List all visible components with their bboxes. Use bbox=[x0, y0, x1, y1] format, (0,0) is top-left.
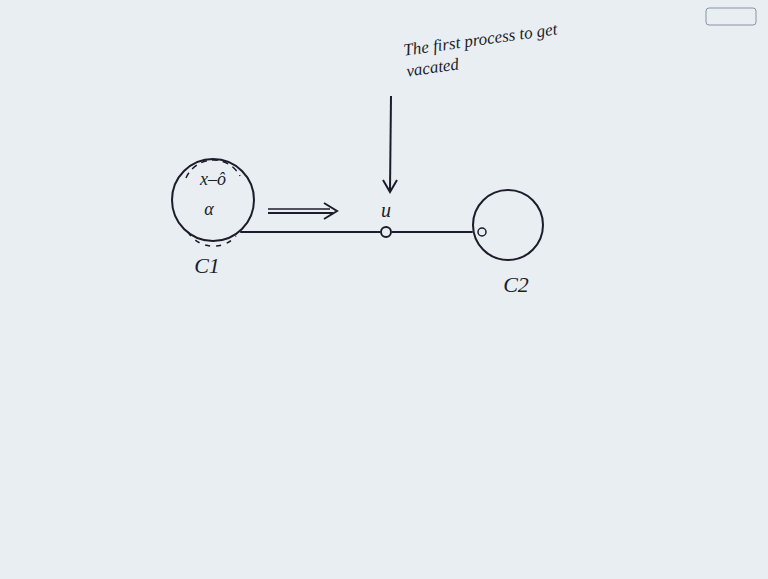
cluster-circle: C2 bbox=[472, 189, 544, 261]
small-dot bbox=[478, 228, 486, 236]
arrow-head bbox=[324, 203, 337, 219]
flow-arrow bbox=[268, 208, 330, 210]
connector-line bbox=[240, 232, 380, 233]
flow-arrow bbox=[268, 212, 333, 214]
junction-node: u bbox=[380, 226, 392, 238]
logo-box bbox=[706, 8, 756, 25]
inner-label: x–ô bbox=[200, 170, 226, 190]
circle-outline bbox=[380, 226, 392, 238]
pointer-arrow bbox=[390, 96, 391, 190]
connector-line bbox=[392, 232, 473, 233]
inner-arc bbox=[188, 232, 236, 246]
circle-name: C1 bbox=[194, 254, 220, 278]
handwritten-note: The first process to get vacated bbox=[402, 16, 576, 82]
cluster-circle: x–ôαC1 bbox=[171, 158, 255, 242]
inner-label: α bbox=[204, 200, 213, 220]
circle-outline bbox=[472, 189, 544, 261]
arrow-head bbox=[383, 180, 397, 192]
node-name: u bbox=[381, 199, 391, 221]
circle-name: C2 bbox=[503, 273, 529, 297]
